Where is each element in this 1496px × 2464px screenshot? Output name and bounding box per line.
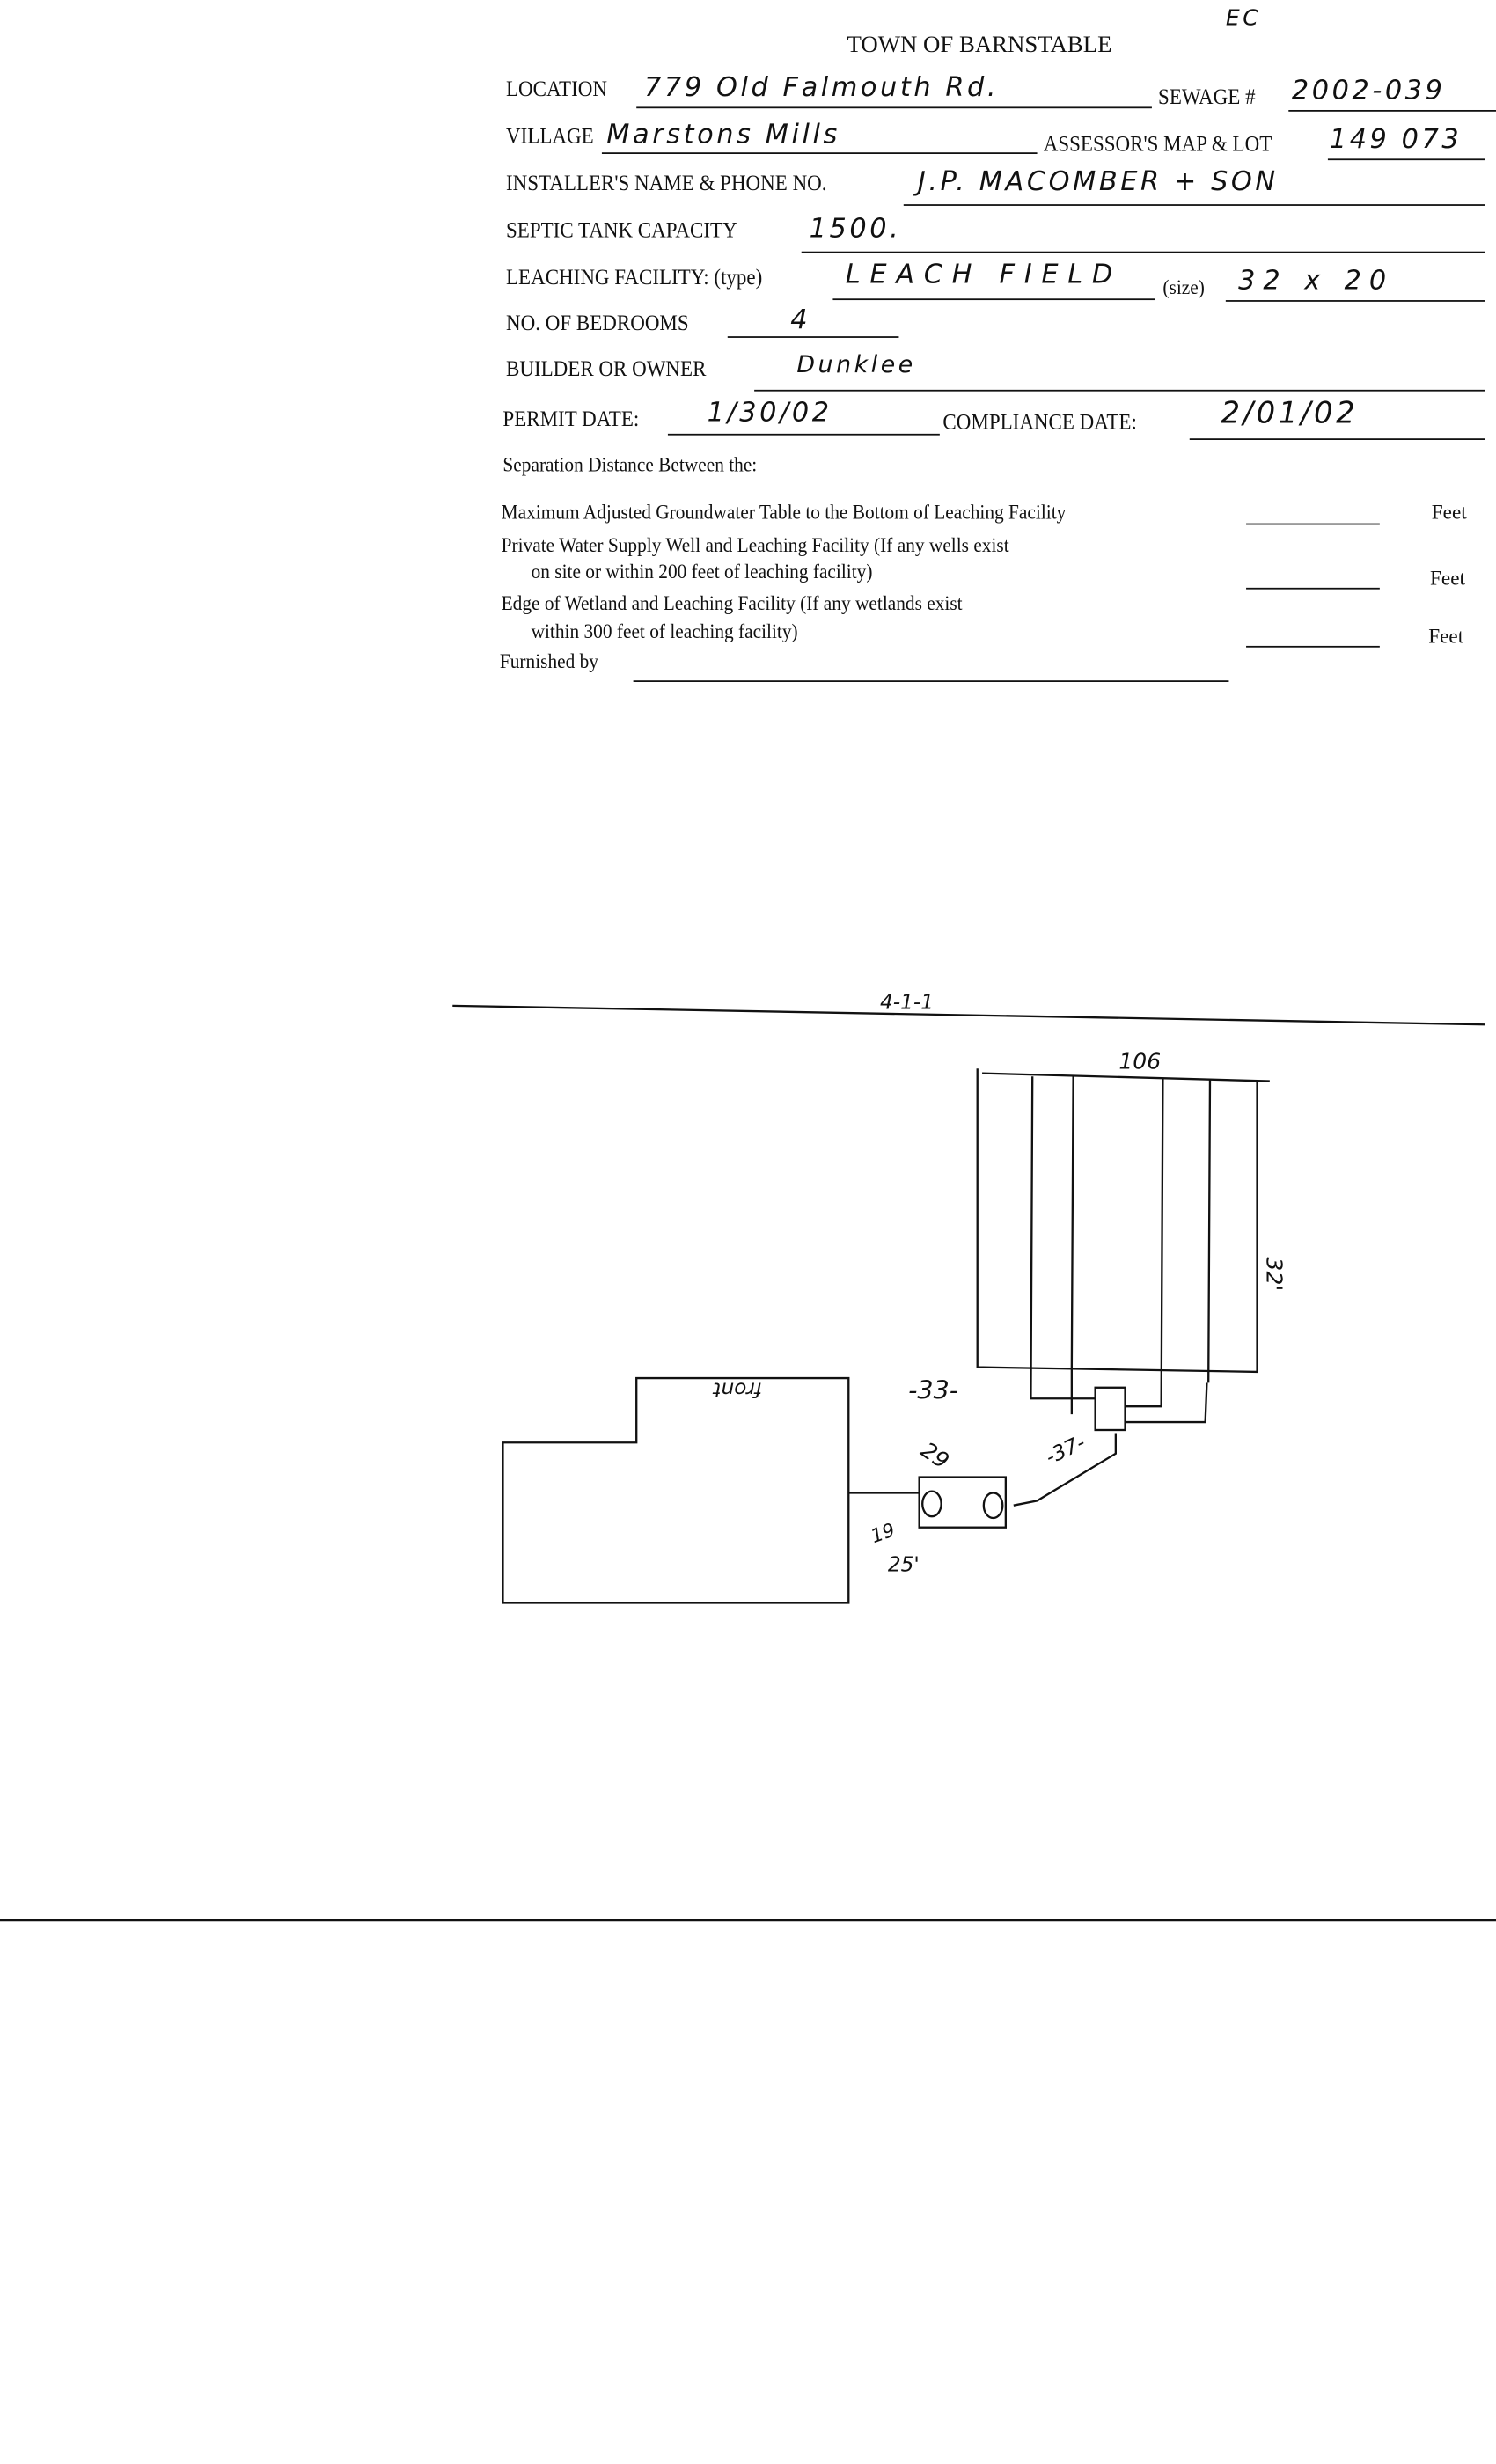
location-underline <box>636 106 1152 109</box>
compliance-date-value[interactable]: 2/01/02 <box>1221 395 1359 431</box>
builder-value[interactable]: Dunklee <box>796 350 916 379</box>
corner-note: EC <box>1225 6 1262 32</box>
sewage-label: SEWAGE # <box>1158 86 1256 110</box>
location-value[interactable]: 779 Old Falmouth Rd. <box>644 72 1000 104</box>
separation-well-line1: Private Water Supply Well and Leaching F… <box>501 532 1009 557</box>
permit-date-label: PERMIT DATE: <box>502 408 640 433</box>
sewage-value[interactable]: 2002-039 <box>1291 75 1446 107</box>
well-feet-unit: Feet <box>1429 565 1465 590</box>
field-length-label: 32' <box>1261 1258 1287 1292</box>
leaching-underline <box>832 298 1155 301</box>
house-outline <box>502 1376 850 1604</box>
separation-heading: Separation Distance Between the: <box>502 452 758 477</box>
field-width-label: 106 <box>1118 1048 1161 1074</box>
bedrooms-underline <box>727 336 899 338</box>
leach-trench-4 <box>1125 1079 1212 1424</box>
wetland-feet-field[interactable] <box>1246 645 1380 648</box>
separation-well-line2: on site or within 200 feet of leaching f… <box>531 559 873 583</box>
dist-tank-label-b: 19 <box>868 1519 898 1548</box>
assessor-label: ASSESSOR'S MAP & LOT <box>1043 133 1272 158</box>
location-label: LOCATION <box>505 78 607 103</box>
sewage-underline <box>1288 109 1496 112</box>
leaching-size-label: (size) <box>1162 275 1205 299</box>
septic-value[interactable]: 1500. <box>809 213 902 246</box>
installer-value[interactable]: J.P. MACOMBER + SON <box>917 166 1279 198</box>
dist-tank-label-c: 25' <box>888 1553 920 1577</box>
assessor-underline <box>1327 158 1485 161</box>
separation-groundwater: Maximum Adjusted Groundwater Table to th… <box>501 499 1067 524</box>
sketch-divider-line <box>452 1004 1485 1026</box>
village-underline <box>601 152 1038 154</box>
village-value[interactable]: Marstons Mills <box>606 119 840 151</box>
leach-field-outline <box>976 1068 1270 1374</box>
separation-wetland-line2: within 300 feet of leaching facility) <box>531 619 798 643</box>
dist-field-label: -33- <box>908 1375 958 1404</box>
furnished-by-field[interactable] <box>633 680 1229 682</box>
well-feet-field[interactable] <box>1246 587 1380 590</box>
groundwater-feet-field[interactable] <box>1246 523 1380 525</box>
leach-trench-2 <box>1070 1076 1074 1415</box>
compliance-date-underline <box>1189 438 1485 440</box>
builder-label: BUILDER OR OWNER <box>505 358 707 382</box>
furnished-by-label: Furnished by <box>499 649 598 673</box>
leach-trench-1 <box>1030 1076 1096 1400</box>
tank-outlet-circle <box>982 1492 1004 1520</box>
village-label: VILLAGE <box>505 125 594 150</box>
house-front-label: front <box>712 1377 762 1401</box>
tank-inlet-circle <box>921 1490 942 1518</box>
permit-date-value[interactable]: 1/30/02 <box>707 397 832 429</box>
leaching-value[interactable]: LEACH FIELD <box>845 259 1122 291</box>
scale-note: 4-1-1 <box>880 990 934 1014</box>
leach-trench-3 <box>1125 1077 1164 1408</box>
leaching-label: LEACHING FACILITY: (type) <box>505 267 763 291</box>
installer-underline <box>903 204 1485 206</box>
builder-underline <box>754 389 1485 392</box>
dist-tank-label-a: 29 <box>916 1437 954 1474</box>
groundwater-feet-unit: Feet <box>1431 499 1467 524</box>
separation-wetland-line1: Edge of Wetland and Leaching Facility (I… <box>501 590 963 615</box>
assessor-value[interactable]: 149 073 <box>1329 124 1463 156</box>
installer-label: INSTALLER'S NAME & PHONE NO. <box>505 172 827 197</box>
compliance-date-label: COMPLIANCE DATE: <box>942 411 1137 436</box>
septic-label: SEPTIC TANK CAPACITY <box>505 219 737 244</box>
distribution-box <box>1094 1386 1126 1432</box>
permit-date-underline <box>667 433 940 436</box>
dist-dbox-label: -37- <box>1042 1431 1089 1470</box>
form-title: TOWN OF BARNSTABLE <box>847 33 1112 59</box>
pipe-tank-to-dbox <box>1013 1433 1118 1507</box>
septic-tank <box>918 1476 1008 1529</box>
bedrooms-label: NO. OF BEDROOMS <box>505 312 689 337</box>
bedrooms-value[interactable]: 4 <box>790 304 811 337</box>
leaching-size-value[interactable]: 32 x 20 <box>1238 265 1395 297</box>
septic-underline <box>801 251 1485 253</box>
wetland-feet-unit: Feet <box>1428 623 1464 648</box>
leaching-size-underline <box>1225 300 1485 302</box>
